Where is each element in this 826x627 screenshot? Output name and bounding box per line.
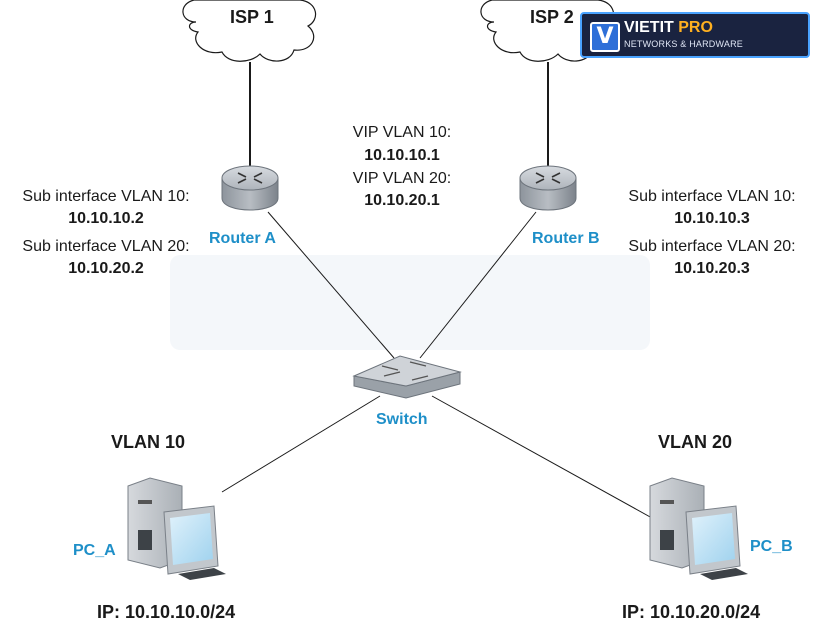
router-a-label: Router A bbox=[209, 230, 276, 247]
logo-mark-icon: V bbox=[590, 22, 620, 52]
pc-b-vlan-label: VLAN 20 bbox=[658, 432, 733, 452]
router-b-sub10-label: Sub interface VLAN 10: bbox=[628, 188, 796, 205]
router-a-icon bbox=[221, 165, 279, 211]
pc-b-ip: IP: 10.10.20.0/24 bbox=[622, 602, 761, 622]
isp2-label: ISP 2 bbox=[530, 7, 574, 27]
vip-vlan20-label: VIP VLAN 20: bbox=[352, 170, 452, 187]
pc-b-icon bbox=[649, 477, 748, 580]
pc-a-label: PC_A bbox=[73, 542, 116, 559]
vip-vlan10-label: VIP VLAN 10: bbox=[352, 124, 452, 141]
logo-brand: VIETIT PRO bbox=[624, 19, 713, 37]
link-switch-pcA bbox=[221, 395, 381, 493]
switch-icon bbox=[352, 355, 462, 399]
logo-tagline: NETWORKS & HARDWARE bbox=[624, 39, 743, 49]
router-b-label: Router B bbox=[532, 230, 600, 247]
logo-brand-name: VIETIT bbox=[624, 19, 674, 36]
logo-brand-accent: PRO bbox=[678, 19, 713, 36]
isp1-cloud-icon bbox=[182, 0, 317, 62]
link-routerB-switch bbox=[419, 211, 537, 359]
router-b-sub10-ip: 10.10.10.3 bbox=[674, 210, 750, 227]
vietit-logo: V VIETIT PRO NETWORKS & HARDWARE bbox=[580, 12, 810, 58]
router-a-sub20-ip: 10.10.20.2 bbox=[68, 260, 144, 277]
link-switch-pcB bbox=[431, 395, 653, 519]
vip-vlan10-ip: 10.10.10.1 bbox=[364, 147, 440, 164]
pc-a-icon bbox=[127, 477, 226, 580]
watermark bbox=[170, 255, 650, 350]
router-b-icon bbox=[519, 165, 577, 211]
link-routerA-switch bbox=[267, 211, 395, 359]
router-a-sub10-ip: 10.10.10.2 bbox=[68, 210, 144, 227]
router-a-sub20-label: Sub interface VLAN 20: bbox=[22, 238, 190, 255]
pc-a-vlan-label: VLAN 10 bbox=[111, 432, 186, 452]
router-b-sub20-label: Sub interface VLAN 20: bbox=[628, 238, 796, 255]
switch-label: Switch bbox=[376, 411, 428, 428]
vip-vlan20-ip: 10.10.20.1 bbox=[364, 192, 440, 209]
router-b-sub20-ip: 10.10.20.3 bbox=[674, 260, 750, 277]
pc-a-ip: IP: 10.10.10.0/24 bbox=[97, 602, 236, 622]
pc-b-label: PC_B bbox=[750, 538, 793, 555]
router-a-sub10-label: Sub interface VLAN 10: bbox=[22, 188, 190, 205]
isp1-label: ISP 1 bbox=[230, 7, 274, 27]
